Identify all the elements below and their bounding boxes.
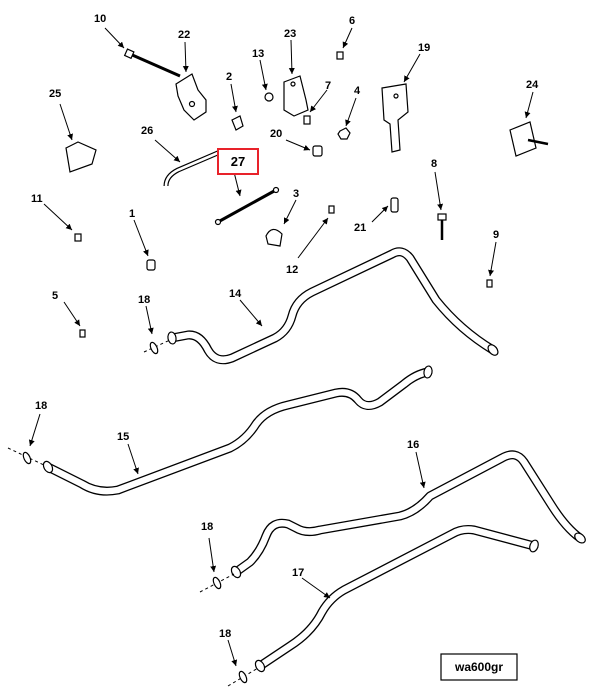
callout-11: 11: [31, 193, 43, 205]
callout-23: 23: [284, 28, 296, 40]
hose-17: [254, 525, 539, 673]
callout-10: 10: [94, 13, 106, 25]
callout-27: 27: [231, 154, 245, 169]
part-9-screw: [486, 279, 493, 288]
reference-code-box: wa600gr: [440, 653, 518, 681]
callout-25: 25: [49, 88, 61, 100]
hose-16: [230, 450, 586, 579]
callout-22: 22: [178, 29, 190, 41]
callout-17: 17: [292, 567, 304, 579]
callout-4: 4: [354, 85, 361, 97]
part-20-bushing: [312, 145, 323, 157]
hose-14: [167, 247, 499, 365]
callout-15: 15: [117, 431, 129, 443]
part-23-plate: [283, 75, 309, 117]
callout-1: 1: [129, 208, 135, 220]
clamp-18-bottom: [227, 667, 259, 687]
part-3-clamp: [265, 228, 283, 247]
part-21-spacer: [390, 197, 399, 213]
part-2-clip: [231, 115, 244, 131]
part-7-screw: [303, 115, 311, 125]
part-12-screw: [328, 205, 335, 214]
callout-labels: 10 22 2 23 13 6 7 4 19 24 25 26 20 3 12 …: [31, 13, 539, 640]
callout-9: 9: [493, 229, 499, 241]
callout-18-bottom: 18: [219, 628, 231, 640]
callout-26: 26: [141, 125, 153, 137]
clamp-18-top: [143, 339, 171, 355]
callout-2: 2: [226, 71, 232, 83]
part-13-bolt: [264, 92, 274, 102]
callout-3: 3: [293, 188, 299, 200]
part-4-nut: [337, 127, 351, 140]
part-5-screw: [79, 329, 86, 338]
clamp-18-lower: [199, 573, 235, 593]
leader-lines: [28, 27, 534, 667]
part-26-tube: [163, 149, 221, 187]
callout-14: 14: [229, 288, 242, 300]
part-24-mount-plate: [509, 121, 549, 157]
hose-15: [42, 365, 433, 496]
part-19-bracket: [381, 83, 409, 153]
callout-24: 24: [526, 79, 539, 91]
callout-13: 13: [252, 48, 264, 60]
callout-19: 19: [418, 42, 430, 54]
part-22-bracket: [175, 73, 207, 121]
callout-6: 6: [349, 15, 355, 27]
part-1-spacer: [146, 259, 156, 271]
callout-18-top: 18: [138, 294, 150, 306]
part-25-bracket: [65, 141, 97, 173]
part-11-screw: [74, 233, 82, 242]
highlighted-callout-27[interactable]: 27: [217, 148, 259, 175]
callout-21: 21: [354, 222, 366, 234]
callout-5: 5: [52, 290, 58, 302]
part-27-rod: [214, 186, 280, 226]
callout-8: 8: [431, 158, 437, 170]
callout-18-lower: 18: [201, 521, 213, 533]
callout-16: 16: [407, 439, 419, 451]
callout-12: 12: [286, 264, 298, 276]
part-8-bolt: [437, 213, 447, 240]
clamp-18-mid: [7, 447, 47, 467]
part-6-screw: [336, 51, 344, 60]
callout-7: 7: [325, 80, 331, 92]
part-10-long-bolt: [123, 48, 181, 78]
callout-18-mid: 18: [35, 400, 47, 412]
callout-20: 20: [270, 128, 282, 140]
reference-code: wa600gr: [454, 660, 503, 674]
